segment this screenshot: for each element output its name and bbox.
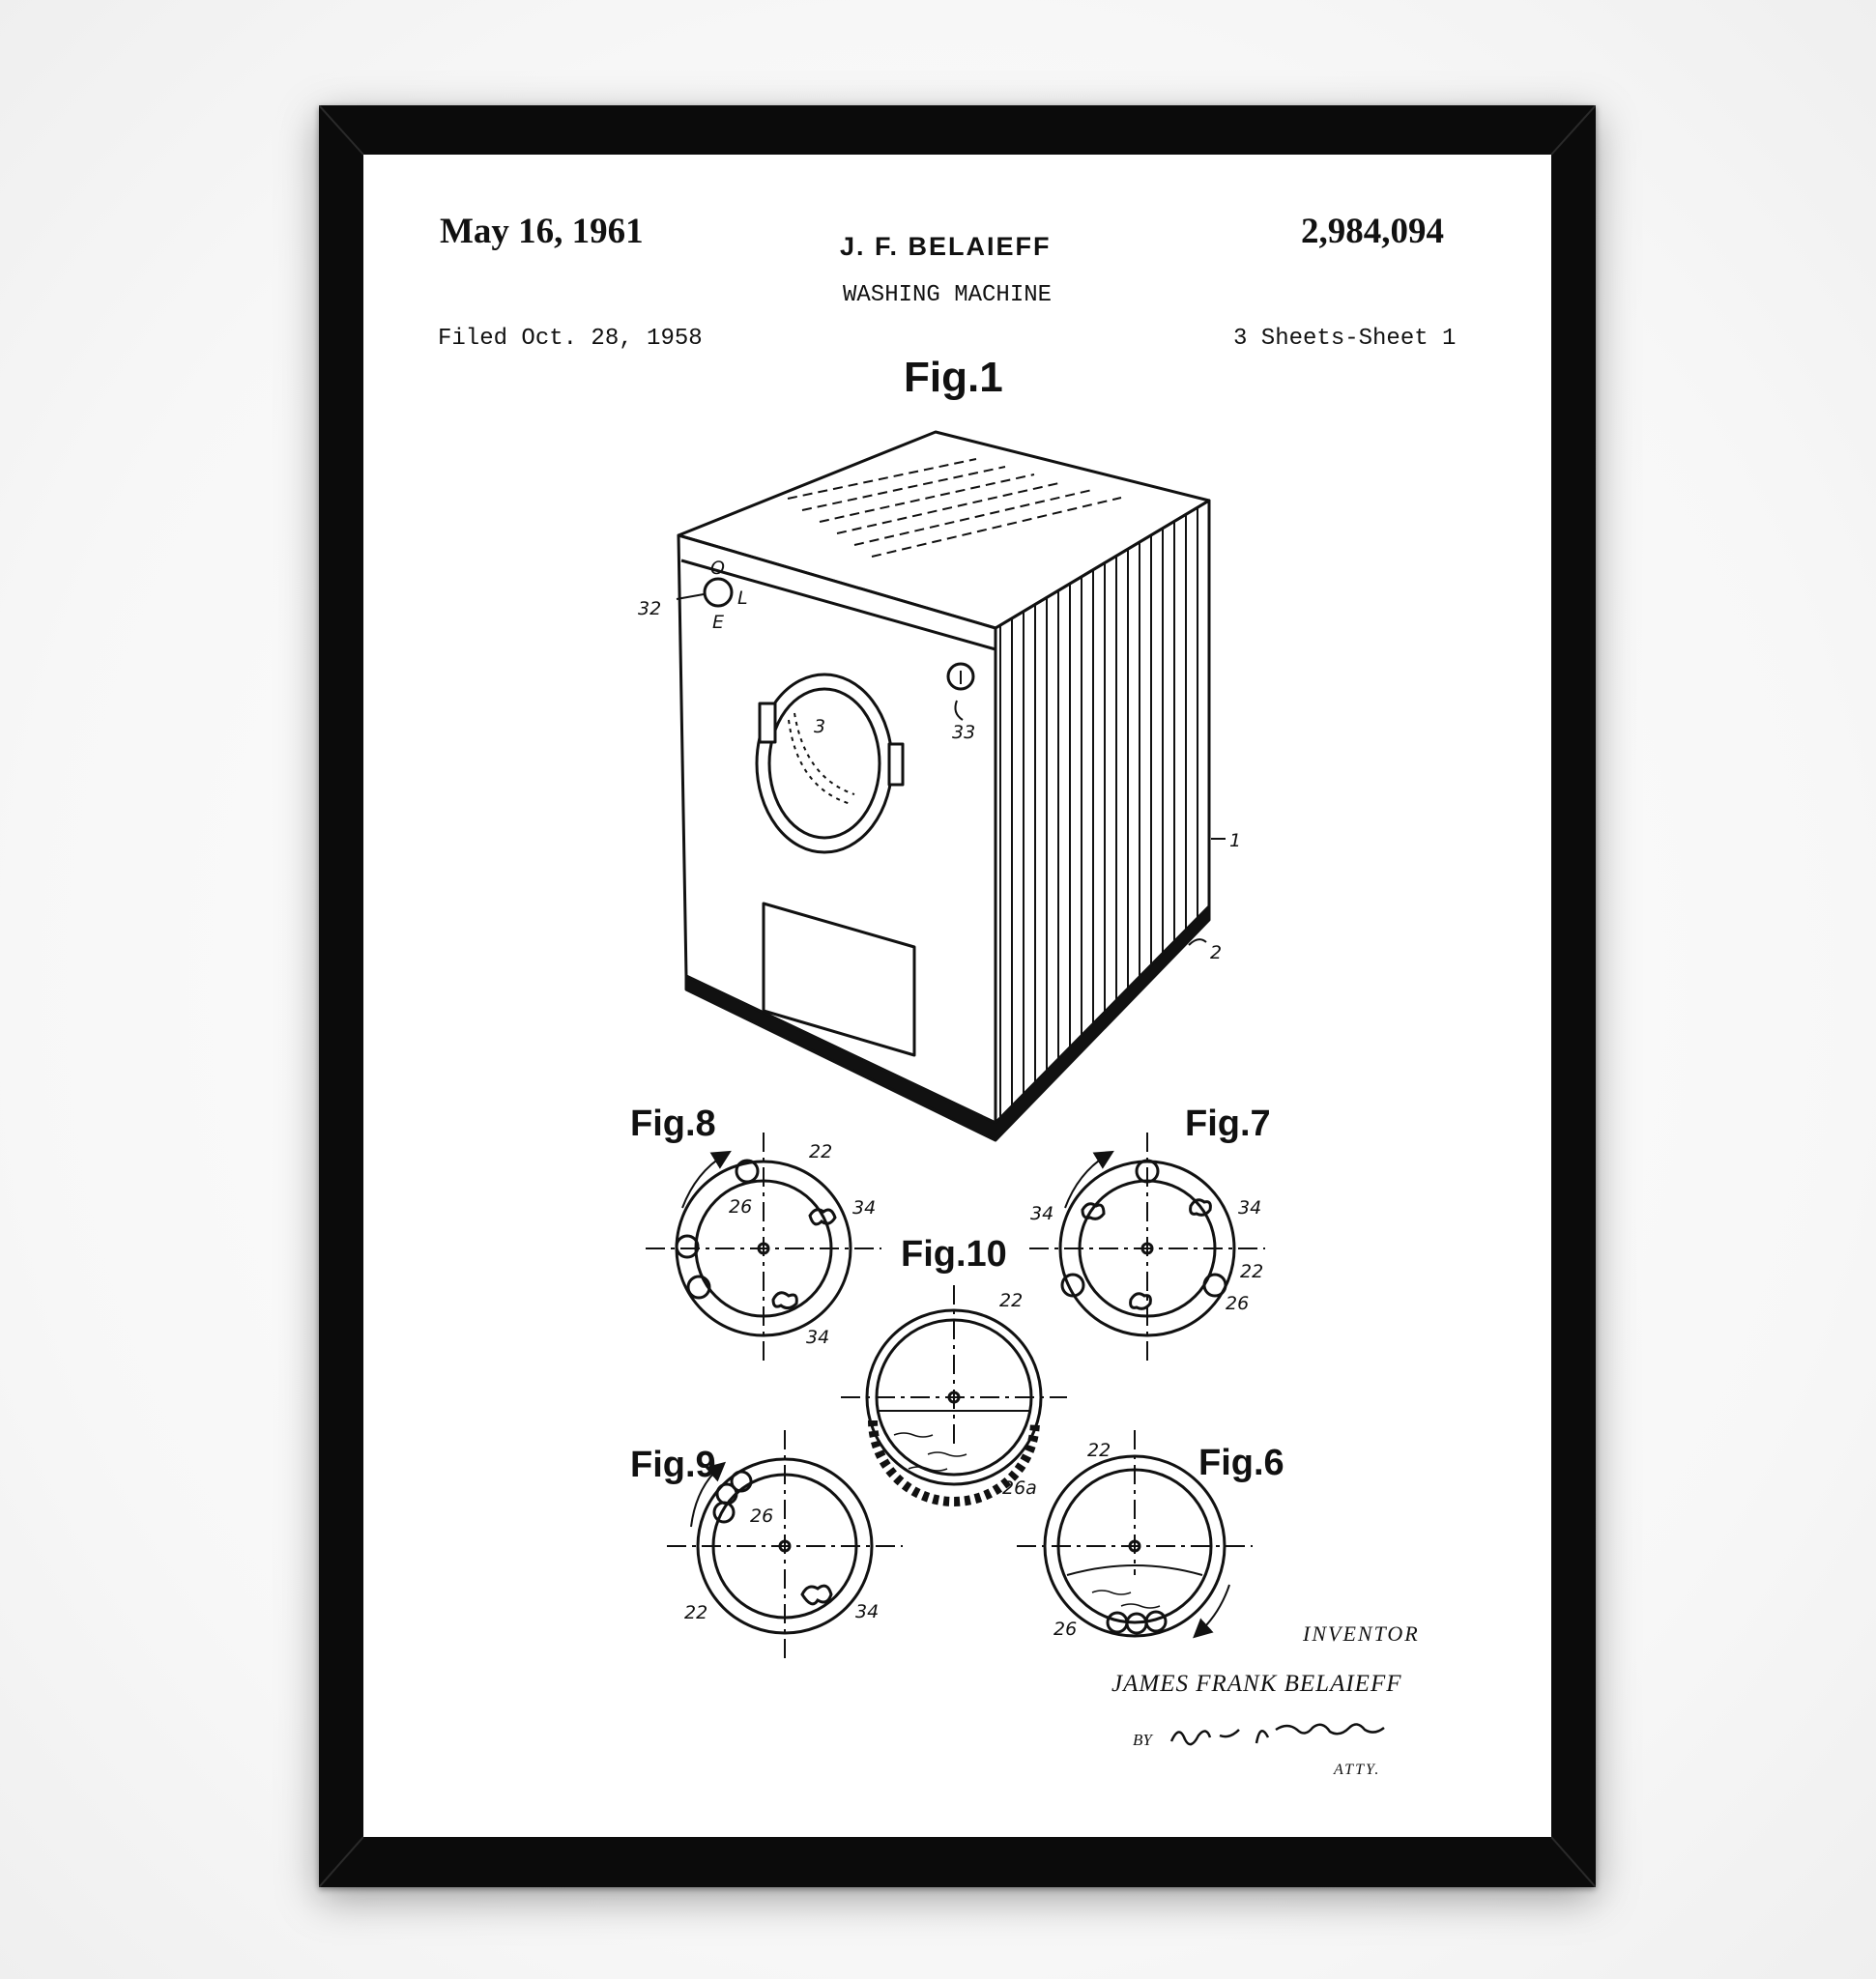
- ref-34: 34: [852, 1197, 876, 1219]
- dial-mark-l: L: [737, 588, 748, 609]
- ref-33: 33: [952, 722, 975, 743]
- fig1-washing-machine: Fig.1: [677, 354, 1226, 1140]
- ref-1: 1: [1229, 830, 1241, 851]
- ref-3: 3: [814, 716, 825, 737]
- inventor-full-name: JAMES FRANK BELAIEFF: [1111, 1671, 1401, 1697]
- ref-2: 2: [1210, 942, 1222, 963]
- ref-26: 26: [1053, 1619, 1077, 1640]
- ref-22: 22: [999, 1290, 1023, 1311]
- attorney-title: ATTY.: [1333, 1762, 1380, 1778]
- ref-22: 22: [1240, 1261, 1263, 1282]
- fig7-label: Fig.7: [1185, 1104, 1271, 1144]
- inventor-label: INVENTOR: [1302, 1621, 1420, 1646]
- attorney-signature: [1171, 1724, 1384, 1744]
- ref-32: 32: [638, 598, 661, 619]
- ref-26: 26: [729, 1196, 752, 1218]
- ref-22: 22: [1087, 1440, 1111, 1461]
- ref-34: 34: [806, 1327, 829, 1348]
- ref-26a: 26a: [1002, 1477, 1037, 1499]
- ref-34: 34: [1238, 1197, 1261, 1219]
- by-label: BY: [1133, 1731, 1153, 1749]
- fig9-label: Fig.9: [630, 1445, 716, 1485]
- fig9-drum: Fig.9: [630, 1430, 903, 1662]
- ref-34: 34: [855, 1601, 879, 1622]
- fig8-label: Fig.8: [630, 1104, 716, 1144]
- dial-mark-o: O: [710, 558, 725, 579]
- fig7-drum: Fig.7: [1029, 1104, 1271, 1364]
- ref-34: 34: [1030, 1203, 1053, 1224]
- ref-26: 26: [750, 1506, 773, 1527]
- fig10-drum: Fig.10: [841, 1234, 1067, 1502]
- signature-block: INVENTOR JAMES FRANK BELAIEFF BY ATTY.: [1111, 1621, 1420, 1778]
- ref-22: 22: [809, 1141, 832, 1162]
- ref-22: 22: [684, 1602, 707, 1623]
- fig6-label: Fig.6: [1198, 1443, 1284, 1483]
- fig10-label: Fig.10: [901, 1234, 1007, 1275]
- fig6-reference-numerals: 22 26: [1053, 1440, 1111, 1640]
- fig8-drum: Fig.8: [630, 1104, 881, 1364]
- dial-mark-e: E: [712, 612, 724, 633]
- fig1-label: Fig.1: [904, 354, 1003, 401]
- fig6-drum: Fig.6: [1017, 1430, 1284, 1636]
- ref-26: 26: [1226, 1293, 1249, 1314]
